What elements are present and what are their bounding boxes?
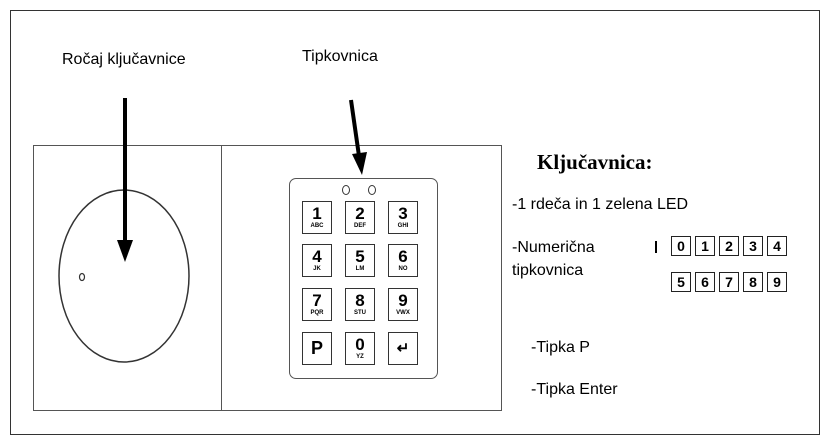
key-enter[interactable]: ↵ [388,332,418,365]
key-p[interactable]: P [302,332,332,365]
numeric-key-0: 0 [671,236,691,256]
info-title: Ključavnica: [537,150,653,174]
numeric-key-8: 8 [743,272,763,292]
info-key-p: -Tipka P [531,339,590,356]
numeric-key-5: 5 [671,272,691,292]
info-numeric-line2: tipkovnica [512,262,584,279]
numeric-key-7: 7 [719,272,739,292]
diagram-frame [10,10,820,435]
handle-label: Ročaj ključavnice [62,51,186,68]
info-key-enter: -Tipka Enter [531,381,618,398]
keypad-arrow-head [352,152,367,175]
dial-marker [78,272,86,282]
numeric-key-9: 9 [767,272,787,292]
numeric-key-3: 3 [743,236,763,256]
numeric-key-4: 4 [767,236,787,256]
lock-panel [221,145,502,411]
numeric-key-6: 6 [695,272,715,292]
keypad-arrow-shaft [349,99,361,157]
separator-tick [655,241,657,253]
red-led [342,185,350,195]
numeric-key-1: 1 [695,236,715,256]
numeric-key-2: 2 [719,236,739,256]
handle-arrow-head [117,240,133,262]
green-led [368,185,376,195]
keypad-label: Tipkovnica [302,48,378,65]
info-numeric-line1: -Numerična [512,239,595,256]
info-leds: -1 rdeča in 1 zelena LED [512,196,689,213]
enter-icon: ↵ [396,340,410,357]
